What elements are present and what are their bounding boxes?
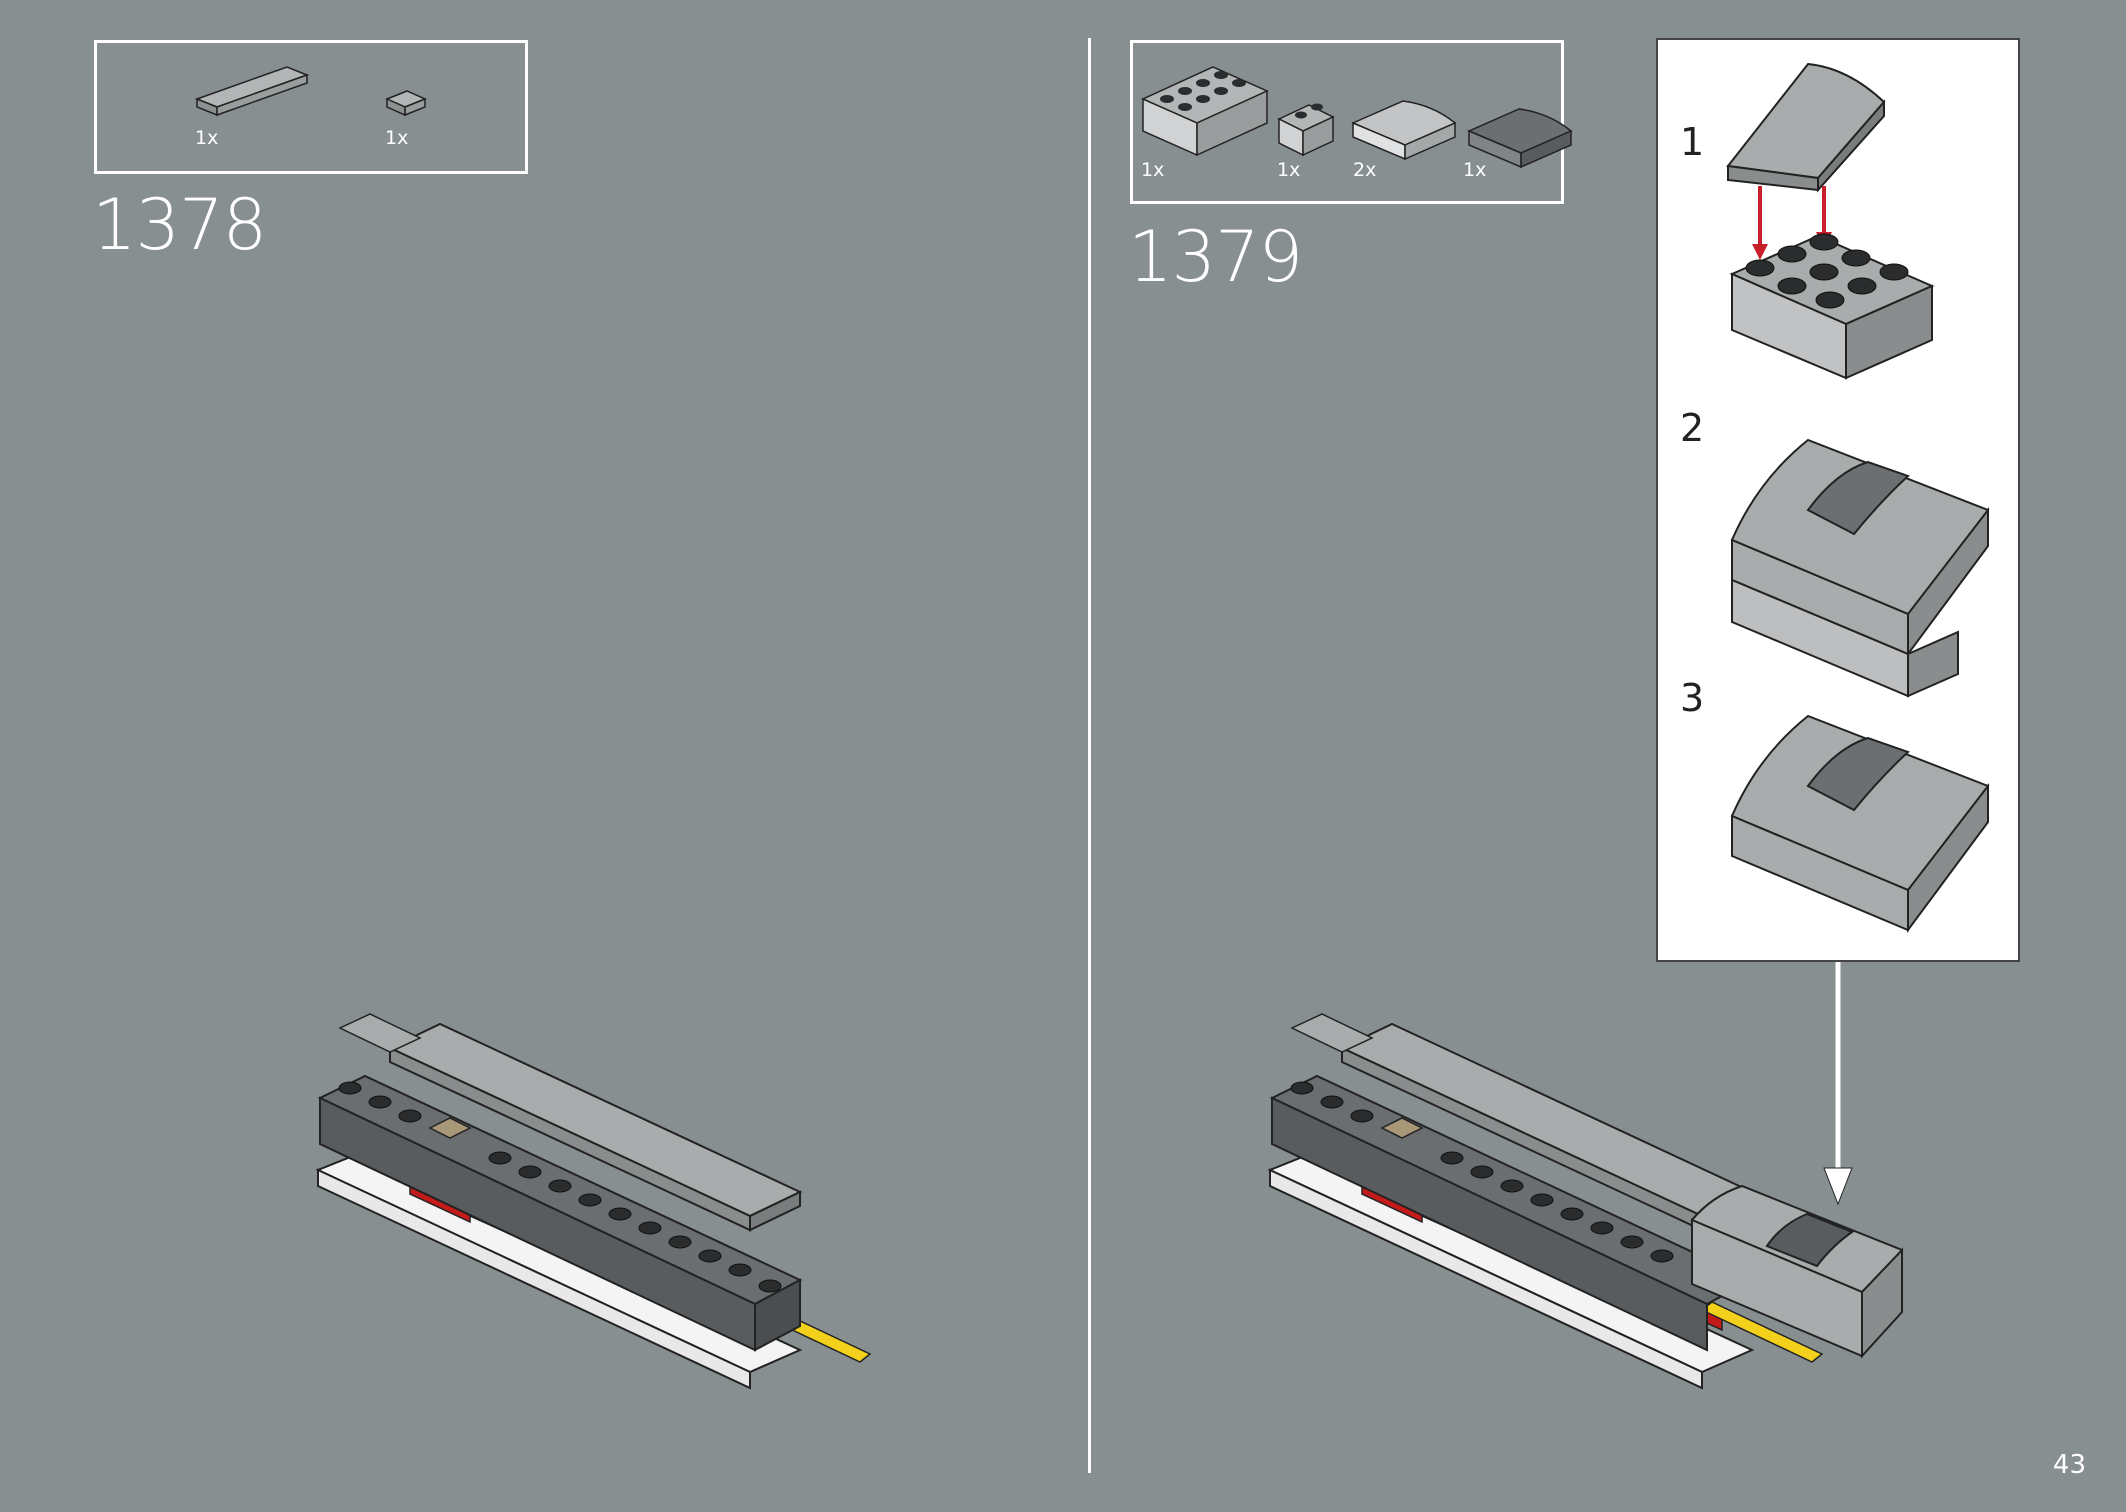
callout-pointer-arrow-icon [1823,962,1853,1206]
part-qty: 2x [1353,159,1377,181]
part-qty: 1x [1141,159,1165,181]
substep-2-illustration [1730,438,1990,698]
parts-list-box-1378: 1x 1x [94,40,528,174]
part-qty: 1x [1277,159,1301,181]
part-qty: 1x [1463,159,1487,181]
part-brick-2x4-icon [1141,66,1573,169]
model-assembly-1378-illustration [315,1013,872,1390]
page-number: 43 [2052,1450,2086,1480]
model-assembly-1379-illustration [1267,1013,1904,1390]
step-number-1378: 1378 [92,184,267,266]
substep-number: 1 [1680,120,1705,164]
substep-number: 3 [1680,676,1705,720]
substep-3-illustration [1730,714,1990,934]
substep-1-illustration [1726,62,1935,380]
step-number-1379: 1379 [1128,216,1303,298]
parts-list-box-1379: 1x 1x 2x 1x [1130,40,1573,204]
substep-number: 2 [1680,406,1705,450]
sub-assembly-callout: 1 2 3 [1656,38,2020,962]
part-tile-1x4-icon [194,66,427,117]
page-divider [1088,38,1091,1473]
part-qty: 1x [195,127,219,149]
part-qty: 1x [385,127,409,149]
